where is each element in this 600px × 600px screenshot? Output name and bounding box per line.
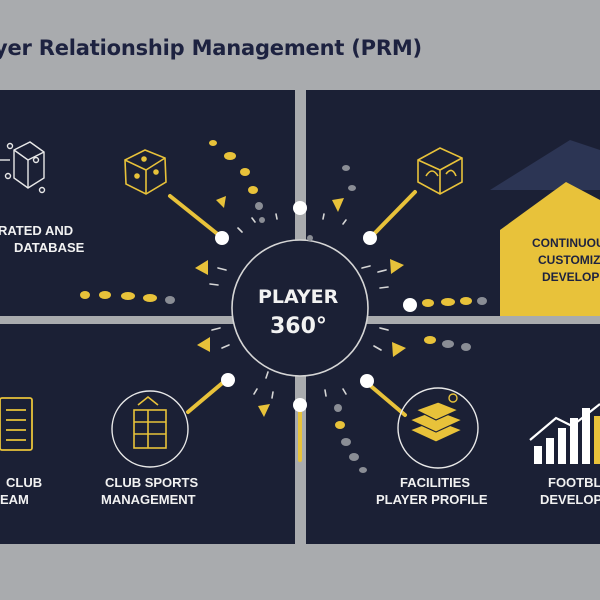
panel-top-left-line2: DATABASE bbox=[14, 240, 85, 255]
arrow-bottom-left bbox=[258, 404, 270, 417]
center-circle bbox=[231, 239, 369, 377]
dot-trail-top-right bbox=[307, 165, 356, 241]
panel-top-right-line2: CUSTOMIZ bbox=[538, 253, 600, 267]
panel-top-right-line1: CONTINUOU bbox=[532, 236, 600, 250]
burst-dashes bbox=[209, 213, 389, 399]
dot-trail-top bbox=[209, 140, 265, 223]
panel-bottom-left-a-line1: CLUB bbox=[6, 475, 43, 490]
arrow-top bbox=[332, 198, 344, 212]
arrowheads bbox=[195, 196, 406, 417]
page-title: yer Relationship Management (PRM) bbox=[0, 36, 422, 60]
clipboard-icon bbox=[0, 397, 33, 451]
panel-bottom-right-b-line2: DEVELOP bbox=[540, 492, 600, 507]
dot-trail-left bbox=[80, 291, 175, 304]
panel-bottom-left-b-line2: MANAGEMENT bbox=[101, 492, 196, 507]
house-roof-shadow bbox=[490, 140, 600, 190]
stacked-layers-icon bbox=[397, 387, 479, 469]
panel-top-right-line3: DEVELOP bbox=[542, 270, 600, 284]
dot-trail-bottom bbox=[334, 404, 367, 473]
panel-bottom-right-a-line1: FACILITIES bbox=[400, 475, 471, 490]
cube-ram-icon bbox=[417, 147, 463, 195]
connector-nodes bbox=[215, 201, 417, 412]
panel-bottom-left-b-line1: CLUB SPORTS bbox=[105, 475, 199, 490]
connector-lines bbox=[168, 190, 417, 462]
dice-cube-icon bbox=[124, 149, 167, 195]
arrow-upper-left bbox=[195, 260, 208, 275]
arrow-lower-right bbox=[392, 342, 406, 357]
center-label-line1: PLAYER bbox=[258, 286, 339, 308]
bar-chart-trend-icon bbox=[529, 403, 600, 464]
building-plan-icon bbox=[111, 390, 189, 468]
house-shape bbox=[500, 182, 600, 316]
panel-bottom-right-a-line2: PLAYER PROFILE bbox=[376, 492, 488, 507]
cube-network-icon bbox=[0, 141, 46, 194]
arrow-left-small bbox=[216, 196, 226, 208]
dot-trail-right bbox=[422, 297, 487, 351]
panel-bottom-left-a-line2: EAM bbox=[0, 492, 29, 507]
arrow-upper-right bbox=[390, 259, 404, 274]
arrow-lower-left bbox=[197, 337, 210, 352]
center-label-line2: 360° bbox=[270, 314, 327, 339]
panel-bottom-right-b-line1: FOOTBL bbox=[548, 475, 600, 490]
panel-top-left-line1: RATED AND bbox=[0, 223, 74, 238]
